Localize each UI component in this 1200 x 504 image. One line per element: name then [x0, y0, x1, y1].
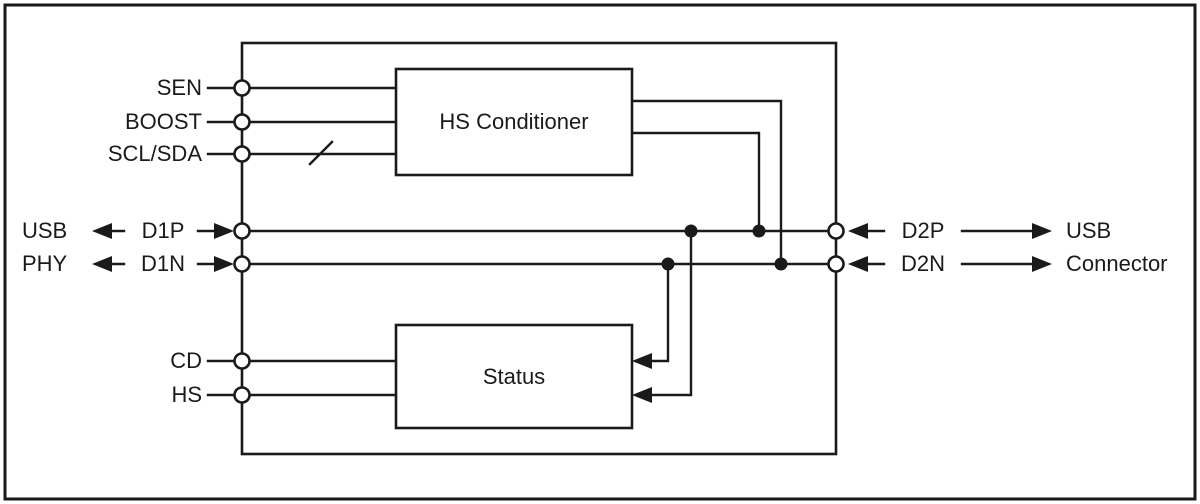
signal-label-d1n: D1N [140, 251, 185, 276]
arrowhead-d1n-into-chip [214, 256, 234, 272]
arrowhead-d2p-into-chip [848, 223, 868, 239]
wire-d1n-tap-to-status [644, 262, 670, 363]
pin-cd[interactable] [233, 352, 251, 370]
arrowhead-status-input-upper [632, 353, 652, 369]
pin-label-sen: SEN [156, 75, 202, 100]
status-label: Status [482, 364, 546, 389]
endpoint-label-usb-right: USB [1066, 218, 1112, 243]
junction-dot-d1n-conditioner [774, 257, 788, 271]
bus-slash-icon [308, 140, 334, 166]
arrowhead-status-input-lower [632, 387, 652, 403]
wire-conditioner-out-upper [630, 99, 783, 266]
pin-hs[interactable] [233, 386, 251, 404]
arrowhead-d1p-into-chip [214, 223, 234, 239]
status-block [394, 323, 634, 430]
pin-label-cd: CD [170, 348, 202, 373]
pin-scl-sda[interactable] [233, 145, 251, 163]
pin-sen[interactable] [233, 79, 251, 97]
pin-label-hs: HS [171, 382, 202, 407]
arrowhead-d1p-to-usb [92, 223, 112, 239]
pin-boost[interactable] [233, 113, 251, 131]
pin-d2n[interactable] [827, 255, 845, 273]
endpoint-label-phy-left: PHY [22, 251, 68, 276]
arrowhead-d2p-to-usb [1032, 223, 1052, 239]
pin-label-scl-sda: SCL/SDA [107, 141, 202, 166]
endpoint-label-connector-right: Connector [1066, 251, 1168, 276]
signal-label-d2n: D2N [900, 251, 945, 276]
endpoint-label-usb-left: USB [22, 218, 68, 243]
arrowhead-d1n-to-phy [92, 256, 112, 272]
signal-label-d2p: D2P [901, 218, 945, 243]
hs-conditioner-label: HS Conditioner [439, 109, 589, 134]
pin-d1n[interactable] [233, 255, 251, 273]
junction-dot-d1p-tap [684, 224, 698, 238]
junction-dot-d1n-tap [661, 257, 675, 271]
hs-conditioner-block [394, 67, 634, 177]
pin-d1p[interactable] [233, 222, 251, 240]
arrowhead-d2n-to-connector [1032, 256, 1052, 272]
figure-border [3, 3, 1197, 501]
junction-dot-d1p-conditioner [752, 224, 766, 238]
wire-d1p-tap-to-status [644, 229, 693, 397]
pin-d2p[interactable] [827, 222, 845, 240]
wire-conditioner-out-lower [630, 131, 761, 233]
signal-label-d1p: D1P [141, 218, 185, 243]
pin-label-boost: BOOST [124, 109, 202, 134]
arrowhead-d2n-into-chip [848, 256, 868, 272]
